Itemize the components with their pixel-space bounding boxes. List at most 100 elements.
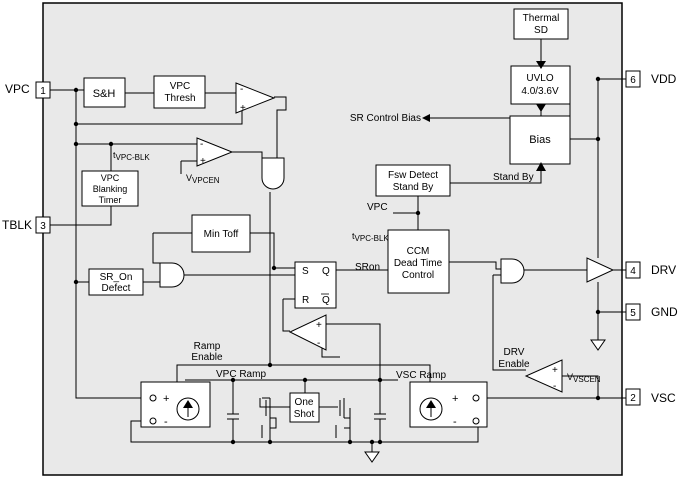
vpc-src-minus: -: [164, 416, 168, 428]
pin-tblk-number: 3: [40, 221, 46, 232]
capacitor-left: [227, 398, 239, 420]
pin-vdd: 6 VDD: [625, 70, 677, 88]
arrow-standby: [536, 162, 546, 171]
comparator-ramp: + -: [288, 314, 327, 351]
vpc-src-plus: +: [163, 393, 169, 405]
pin-gnd-number: 5: [630, 308, 636, 319]
arrow-uvlo-bias: [536, 104, 546, 112]
latch-q: Q: [322, 266, 330, 277]
sh-label: S&H: [93, 88, 116, 100]
tvpcblk-label-1: tVPC-BLK: [113, 150, 150, 162]
vpc-thresh-block: VPC Thresh: [153, 75, 206, 109]
and-gate-sr-on: [159, 262, 185, 288]
fsw-detect-block: Fsw Detect Stand By: [375, 164, 451, 197]
sr-on-defect-line2: Defect: [102, 283, 131, 294]
pin-drv-name: DRV: [651, 263, 676, 277]
comparator-vscen: + -: [524, 359, 563, 393]
one-shot-block: One Shot: [289, 392, 320, 423]
capacitor-right: [374, 398, 386, 420]
ccm-block: CCM Dead Time Control: [387, 229, 450, 294]
driver-buffer: [586, 257, 615, 283]
bias-block: Bias: [509, 115, 571, 165]
pin-tblk-name: TBLK: [2, 218, 32, 232]
sr-control-bias-label: SR Control Bias: [350, 113, 421, 124]
vpc-thresh-line1: VPC: [170, 81, 191, 92]
latch-qbar: Q: [322, 295, 330, 306]
fsw-detect-line1: Fsw Detect: [388, 170, 438, 181]
vpc-ramp-source: + -: [140, 381, 211, 428]
drv-enable-line1: DRV: [504, 347, 525, 358]
ccm-line3: Control: [402, 270, 434, 281]
one-shot-line2: Shot: [294, 409, 315, 420]
comparator-vpcen: - +: [196, 137, 234, 167]
vscen-label: VVSCEN: [567, 372, 601, 384]
pin-vsc: 2 VSC: [625, 388, 676, 406]
vsc-src-minus: -: [453, 416, 457, 428]
arrow-sr-control-bias: [422, 114, 430, 122]
stand-by-label: Stand By: [493, 172, 534, 183]
pin-vpc-name: VPC: [5, 82, 30, 96]
sr-on-defect-block: SR_On Defect: [88, 268, 144, 296]
latch-block: S Q R Q: [294, 261, 337, 309]
pin-gnd-name: GND: [651, 305, 678, 319]
pin-drv: 4 DRV: [625, 261, 676, 279]
one-shot-line1: One: [295, 397, 314, 408]
vpc-blanking-line1: VPC: [101, 173, 120, 183]
uvlo-line1: UVLO: [526, 73, 553, 84]
pin-gnd: 5 GND: [625, 303, 678, 321]
mosfet-left: [261, 398, 277, 438]
pin-tblk: TBLK 3: [2, 216, 51, 234]
comp2-minus: -: [200, 139, 203, 150]
uvlo-line2: 4.0/3.6V: [521, 86, 559, 97]
pin-vdd-number: 6: [630, 75, 636, 86]
pin-vsc-number: 2: [630, 393, 636, 404]
comp1-minus: -: [240, 84, 243, 95]
thermal-sd-line2: SD: [534, 25, 548, 36]
latch-s: S: [302, 266, 309, 277]
ccm-line1: CCM: [407, 246, 430, 257]
thermal-sd-line1: Thermal: [523, 13, 560, 24]
and-gate-blanking: [261, 157, 285, 190]
pin-vpc: VPC 1: [5, 81, 51, 99]
ground-gnd-pin: [590, 339, 606, 351]
comp4-plus: +: [552, 365, 558, 376]
vpc-blanking-line2: Blanking: [93, 184, 128, 194]
tvpcblk-label-2: tVPC-BLK: [352, 231, 389, 243]
junctions: [73, 76, 601, 445]
thermal-sd-block: Thermal SD: [513, 8, 569, 40]
pin-vpc-number: 1: [40, 86, 46, 97]
uvlo-block: UVLO 4.0/3.6V: [510, 65, 571, 105]
comp3-minus: -: [317, 338, 320, 349]
comp3-plus: +: [316, 320, 322, 331]
mosfet-right: [335, 398, 351, 438]
min-toff-block: Min Toff: [191, 214, 251, 253]
comp1-plus: +: [240, 103, 246, 114]
pin-drv-number: 4: [630, 266, 636, 277]
vsc-src-plus: +: [452, 393, 458, 405]
vsc-ramp-label: VSC Ramp: [396, 370, 446, 381]
fsw-detect-line2: Stand By: [393, 182, 434, 193]
and-gate-drv: [500, 258, 525, 284]
drv-enable-line2: Enable: [498, 359, 530, 370]
vpc-blanking-timer-block: VPC Blanking Timer: [81, 170, 139, 207]
vpcen-label: VVPCEN: [186, 173, 220, 185]
ccm-line2: Dead Time: [394, 258, 443, 269]
arrow-thermal-uvlo: [536, 61, 546, 69]
sron-label: SRon: [355, 262, 380, 273]
vsc-ramp-source: + -: [409, 381, 488, 428]
ground-bottom: [364, 451, 380, 463]
vpc-blanking-line3: Timer: [99, 195, 122, 205]
sh-block: S&H: [83, 77, 126, 108]
comparator-vpc-thresh: - +: [235, 82, 276, 114]
vpc-ramp-label: VPC Ramp: [216, 369, 266, 380]
sr-on-defect-line1: SR_On: [100, 272, 133, 283]
comp4-minus: -: [553, 381, 556, 392]
pin-vsc-name: VSC: [651, 391, 676, 405]
comp2-plus: +: [200, 156, 206, 167]
latch-r: R: [302, 295, 309, 306]
vpc-input-label: VPC: [367, 202, 388, 213]
vpc-thresh-line2: Thresh: [164, 93, 195, 104]
bias-label: Bias: [529, 134, 551, 146]
min-toff-label: Min Toff: [204, 229, 239, 240]
